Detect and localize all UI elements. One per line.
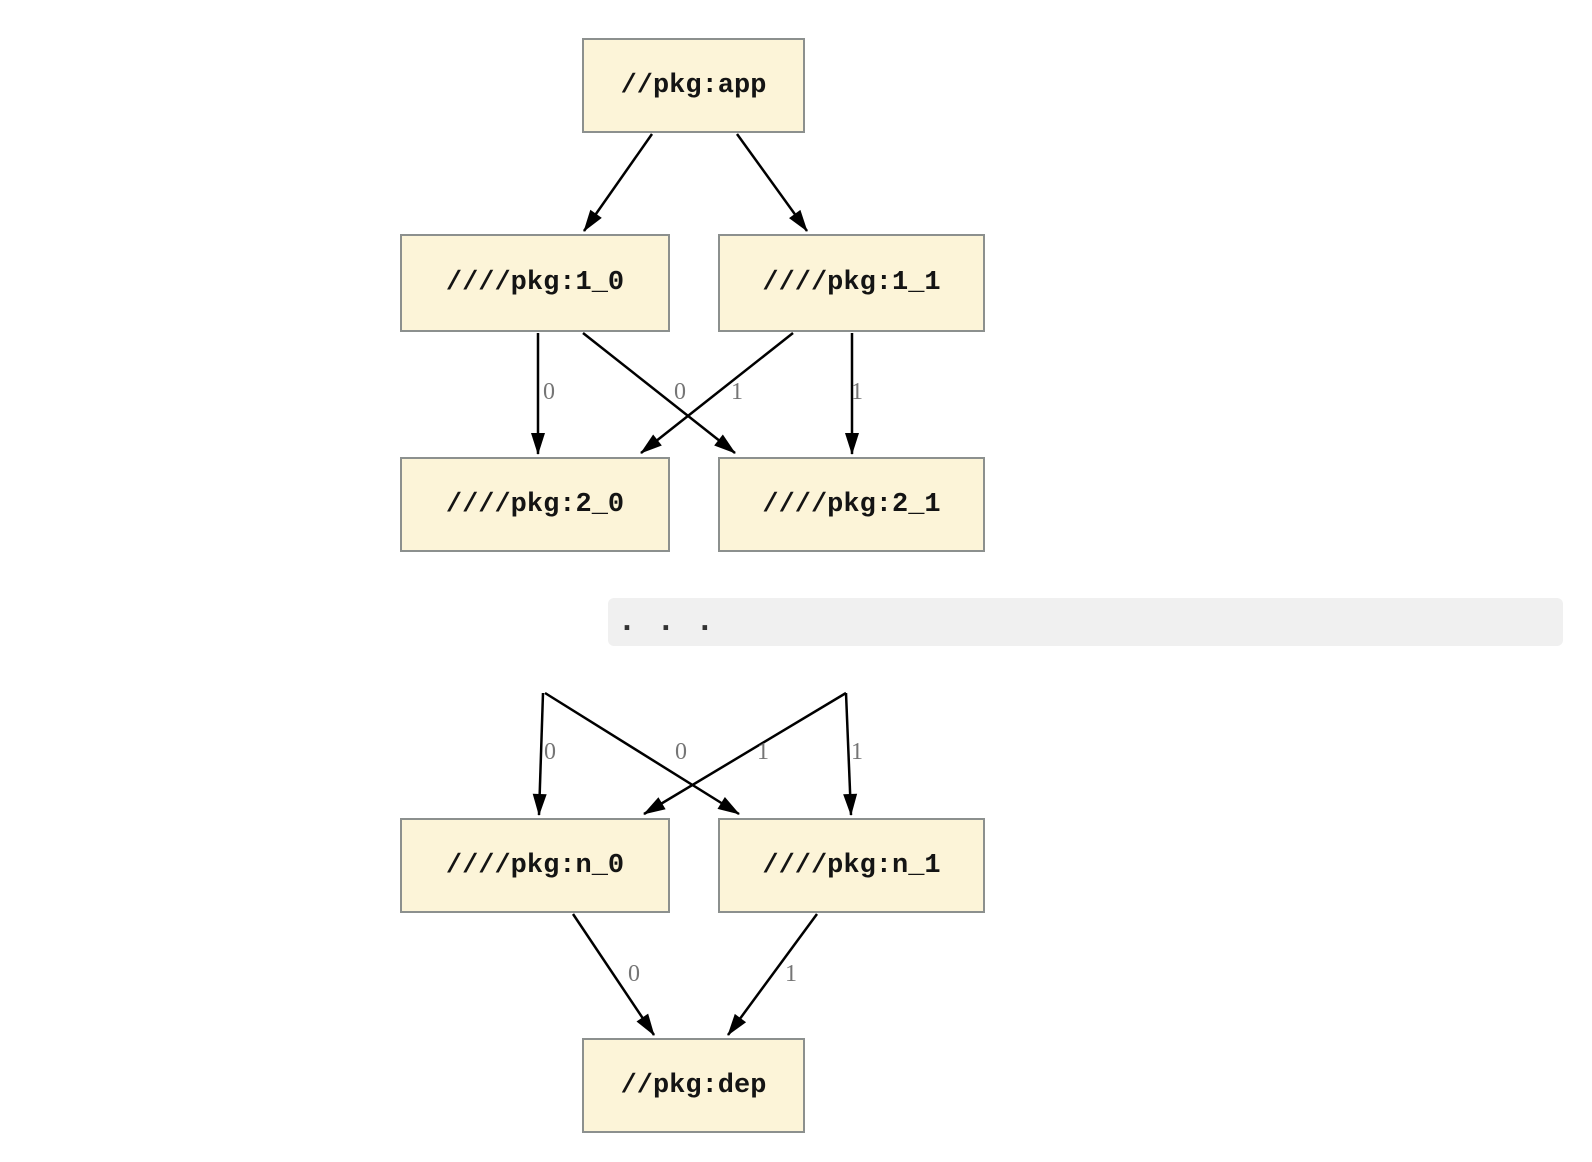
edge-arrow-1_1-2_0 [640,332,794,454]
node-label: ////pkg:2_1 [762,489,941,520]
node-pkg-1_1: ////pkg:1_1 [718,234,985,332]
edge-label: 1 [851,739,863,765]
node-pkg-1_0: ////pkg:1_0 [400,234,670,332]
node-label: ////pkg:n_1 [762,850,941,881]
node-pkg-app: //pkg:app [582,38,805,133]
node-pkg-n_1: ////pkg:n_1 [718,818,985,913]
edge-label: 1 [757,739,769,765]
node-label: //pkg:app [620,70,767,101]
node-label: ////pkg:n_0 [445,850,625,881]
edge-arrow-elided-n_0-left [532,692,547,816]
node-label: ////pkg:1_1 [762,268,941,298]
ellipsis-block: . . . [608,598,1563,646]
ellipsis-text: . . . [622,607,710,637]
edge-arrow-1_0-2_1 [582,332,736,454]
edge-label: 1 [731,379,743,405]
edge-label: 0 [628,961,640,987]
edge-label: 1 [851,379,863,405]
node-pkg-2_0: ////pkg:2_0 [400,457,670,552]
node-pkg-n_0: ////pkg:n_0 [400,818,670,913]
edge-arrow-elided-n_1-cross [544,691,740,816]
edge-label: 1 [785,961,797,987]
node-pkg-dep: //pkg:dep [582,1038,805,1133]
edge-label: 0 [543,379,555,405]
edge-arrow-app-1_1 [735,133,809,232]
node-label: ////pkg:1_0 [445,268,625,298]
edge-arrow-n_0-dep [571,913,656,1036]
edge-arrow-app-1_0 [582,133,654,232]
edge-arrow-n_1-dep [726,913,819,1036]
node-label: //pkg:dep [620,1070,767,1101]
edge-label: 0 [674,379,686,405]
node-pkg-2_1: ////pkg:2_1 [718,457,985,552]
edge-label: 0 [544,739,556,765]
edge-label: 0 [675,739,687,765]
node-label: ////pkg:2_0 [445,489,625,520]
